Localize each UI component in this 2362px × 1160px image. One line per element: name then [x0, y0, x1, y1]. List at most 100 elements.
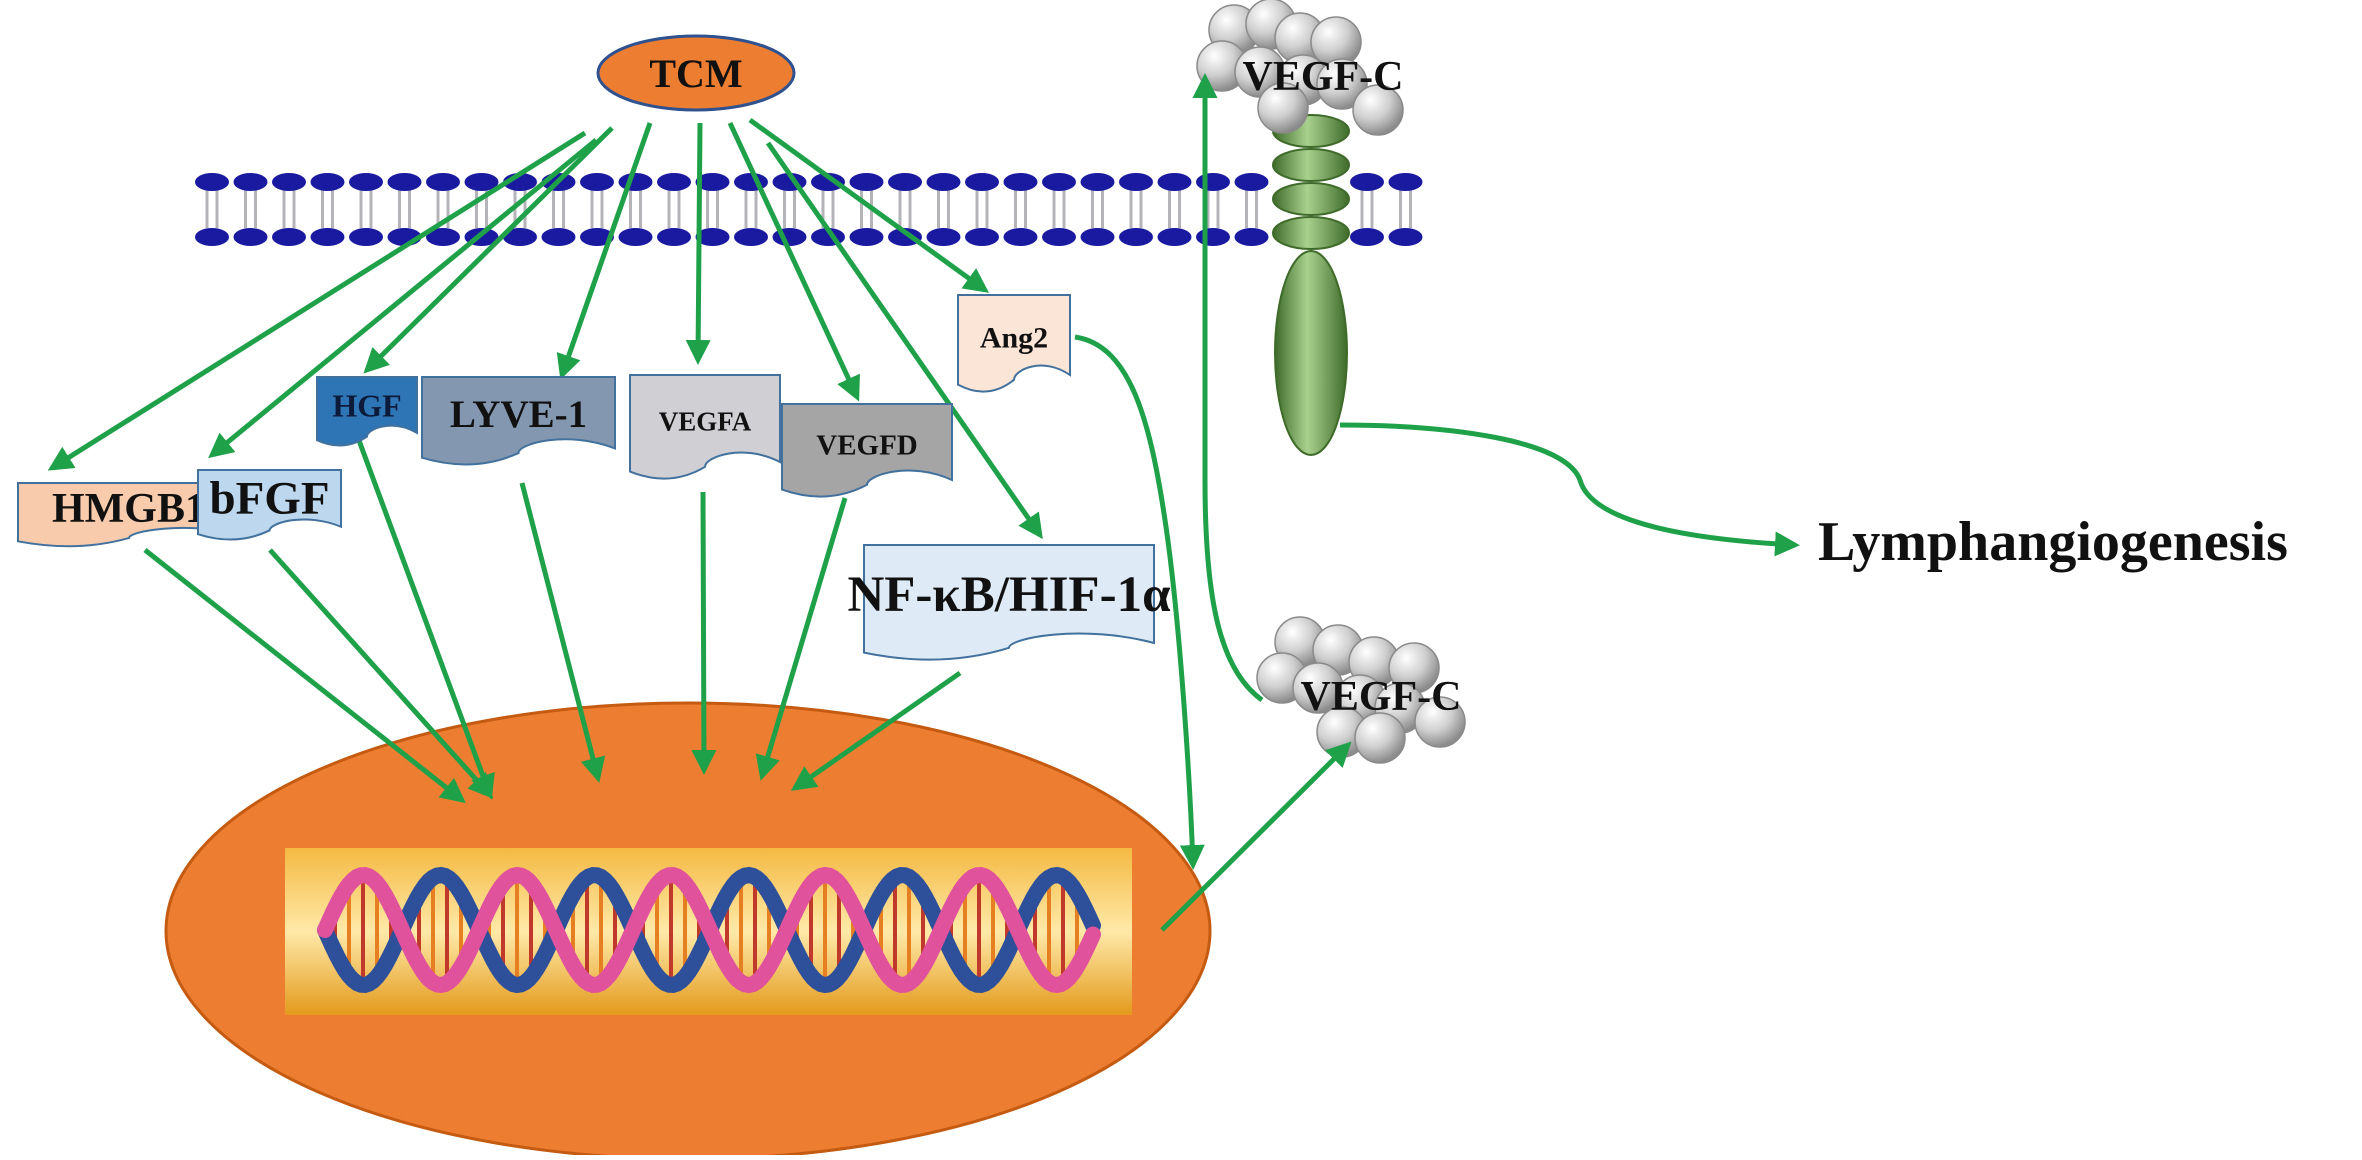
arrow: [790, 670, 962, 791]
factor-box: [957, 294, 1071, 393]
arrow: [268, 548, 494, 799]
lipid-head: [310, 228, 345, 246]
lipid-head: [349, 173, 383, 191]
lipid-head: [1080, 173, 1115, 191]
lipid-head: [849, 228, 884, 246]
arrow: [755, 497, 848, 781]
arrows: [47, 73, 1800, 932]
lipid-head: [503, 228, 537, 246]
factor-box: [781, 403, 953, 498]
arrow: [519, 482, 606, 783]
factor-nfkb: NF-κB/HIF-1α: [847, 544, 1171, 661]
lipid-head: [349, 228, 383, 246]
vegfr3-receptor: [1272, 114, 1350, 456]
lipid-head: [1350, 173, 1384, 191]
factor-box: [863, 544, 1155, 661]
receptor-segment: [1272, 182, 1350, 216]
lipid-head: [195, 173, 229, 191]
lipid-head: [1042, 228, 1076, 246]
lipid-head: [1196, 173, 1230, 191]
lipid-head: [657, 173, 691, 191]
lymphangiogenesis-label: Lymphangiogenesis: [1818, 511, 2288, 573]
lipid-head: [888, 228, 922, 246]
factor-lyve1: LYVE-1: [421, 376, 616, 466]
lipid-head: [272, 173, 306, 191]
lipid-head: [541, 228, 576, 246]
lipid-head: [849, 173, 884, 191]
lipid-head: [1388, 228, 1423, 246]
tcm-node: TCM: [596, 34, 796, 112]
arrow: [691, 491, 717, 775]
lipid-head: [1119, 228, 1153, 246]
factor-box: [629, 374, 781, 480]
lipid-head: [1080, 228, 1115, 246]
lipid-head: [387, 173, 422, 191]
lipid-head: [580, 228, 614, 246]
tcm-label: TCM: [649, 51, 742, 96]
receptor-intracellular-domain: [1274, 250, 1348, 456]
arrow: [208, 138, 598, 459]
lipid-head: [310, 173, 345, 191]
vegf-c-sphere: [1316, 58, 1368, 110]
lipid-head: [464, 173, 499, 191]
lipid-head: [272, 228, 306, 246]
factor-bfgf: bFGF: [197, 469, 342, 541]
lipid-head: [1157, 228, 1192, 246]
factor-label: NF-κB/HIF-1α: [847, 567, 1170, 623]
vegf-c-sphere: [1414, 696, 1466, 748]
vegf-c-sphere: [1352, 84, 1404, 136]
arrow: [685, 122, 711, 365]
arrow: [354, 434, 495, 800]
lipid-head: [1157, 173, 1192, 191]
factor-label: VEGFD: [816, 429, 918, 461]
lipid-head: [233, 228, 268, 246]
factor-vegfd: VEGFD: [781, 403, 953, 498]
lipid-head: [888, 173, 922, 191]
arrow: [1074, 334, 1205, 870]
lipid-head: [1350, 228, 1384, 246]
factor-box: [421, 376, 616, 466]
lipid-head: [965, 228, 999, 246]
vegf-c-secreted-cluster-icon: [1256, 616, 1466, 764]
dna-strand-pink: [317, 866, 1101, 994]
lipid-head: [734, 228, 768, 246]
lipid-head: [580, 173, 614, 191]
lipid-head: [811, 173, 845, 191]
arrow: [143, 548, 466, 804]
factor-label: HGF: [332, 388, 401, 424]
lipid-head: [426, 228, 460, 246]
lipid-head: [965, 173, 999, 191]
arrow: [1160, 741, 1352, 932]
lipid-head: [926, 173, 961, 191]
arrow: [748, 117, 990, 293]
factor-label: VEGFA: [659, 406, 752, 436]
lipid-head: [1196, 228, 1230, 246]
lipid-head: [926, 228, 961, 246]
lipid-head: [657, 228, 691, 246]
vegf-c-sphere: [1354, 712, 1406, 764]
arrow: [727, 121, 860, 402]
lipid-head: [1234, 173, 1269, 191]
arrow: [765, 141, 1043, 540]
arrow: [1192, 73, 1264, 703]
arrow: [556, 122, 653, 380]
factor-label: Ang2: [980, 322, 1048, 355]
lipid-head: [1042, 173, 1076, 191]
cell-membrane: [195, 173, 1423, 246]
receptor-segment: [1272, 148, 1350, 182]
lipid-head: [1234, 228, 1269, 246]
vegf-c-secreted-label: VEGF-C: [1301, 674, 1462, 720]
receptor-segment: [1272, 216, 1350, 250]
factor-hmgb1: HMGB1: [17, 482, 241, 548]
factor-label: HMGB1: [52, 486, 206, 532]
lipid-head: [1388, 173, 1423, 191]
factor-hgf: HGF: [316, 376, 418, 447]
factor-box: [197, 469, 342, 541]
arrow: [363, 126, 614, 374]
arrow: [47, 130, 587, 471]
factor-label: bFGF: [209, 472, 329, 524]
lipid-head: [195, 228, 229, 246]
